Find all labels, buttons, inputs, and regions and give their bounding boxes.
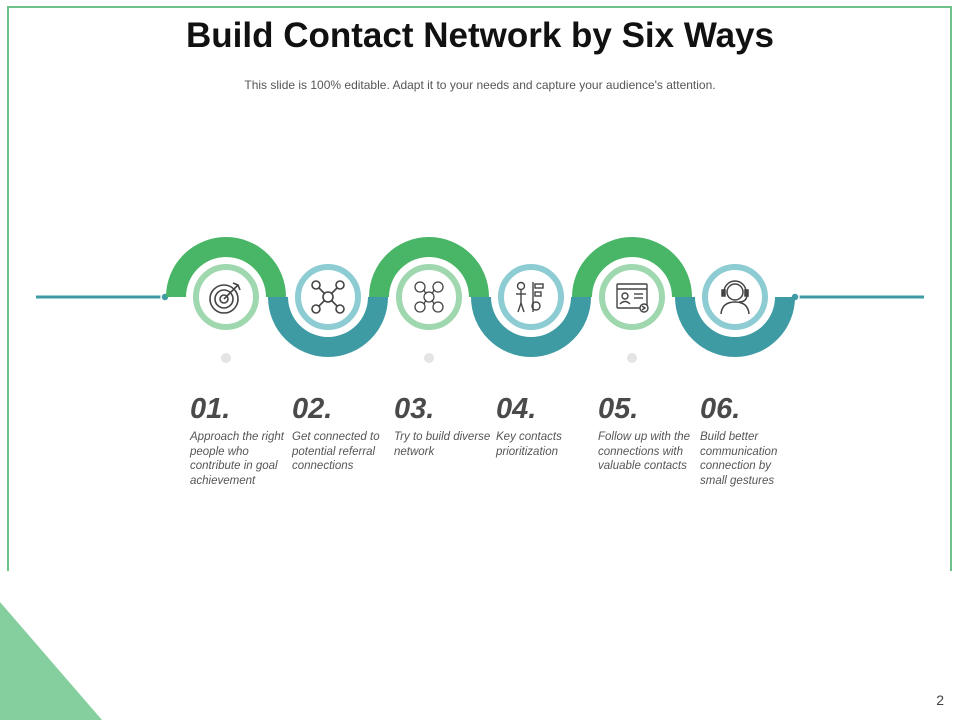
arc-05 [572, 237, 692, 297]
ring-04 [498, 264, 564, 330]
marker-dot-05 [627, 353, 637, 363]
page-number: 2 [936, 692, 944, 708]
arc-02 [268, 297, 388, 357]
priority-chart-icon [516, 281, 544, 313]
slide-title: Build Contact Network by Six Ways [186, 16, 774, 55]
step-description: Approach the right people who contribute… [190, 431, 284, 487]
arc-06 [675, 297, 795, 357]
step-number: 02. [292, 393, 333, 425]
step-03: 03. Try to build diverse network [394, 392, 494, 459]
step-description: Build better communication connection by… [700, 431, 778, 487]
slide-frame [7, 6, 952, 571]
slide-subtitle: This slide is 100% editable. Adapt it to… [244, 78, 716, 92]
step-description: Follow up with the connections with valu… [598, 431, 691, 472]
step-04: 04. Key contacts prioritization [496, 392, 596, 459]
ring-05 [599, 264, 665, 330]
arc-04 [471, 297, 591, 357]
headset-person-icon [720, 280, 750, 315]
step-description: Key contacts prioritization [496, 431, 562, 458]
marker-dot-01 [221, 353, 231, 363]
step-number: 03. [394, 393, 435, 425]
step-number: 01. [190, 393, 231, 425]
step-01: 01. Approach the right people who contri… [190, 392, 290, 488]
step-06: 06. Build better communication connectio… [700, 392, 800, 488]
network-hub-icon [311, 280, 345, 314]
step-05: 05. Follow up with the connections with … [598, 392, 698, 474]
step-02: 02. Get connected to potential referral … [292, 392, 392, 474]
people-network-icon [414, 281, 444, 313]
marker-dot-03 [424, 353, 434, 363]
arc-03 [369, 237, 489, 297]
corner-triangle [0, 602, 102, 720]
step-number: 05. [598, 393, 639, 425]
step-number: 06. [700, 393, 741, 425]
step-description: Get connected to potential referral conn… [292, 431, 380, 472]
step-description: Try to build diverse network [394, 431, 491, 458]
target-icon [209, 282, 241, 314]
arc-01 [166, 237, 286, 297]
step-number: 04. [496, 393, 537, 425]
contact-window-icon [616, 283, 649, 313]
ring-06 [702, 264, 768, 330]
